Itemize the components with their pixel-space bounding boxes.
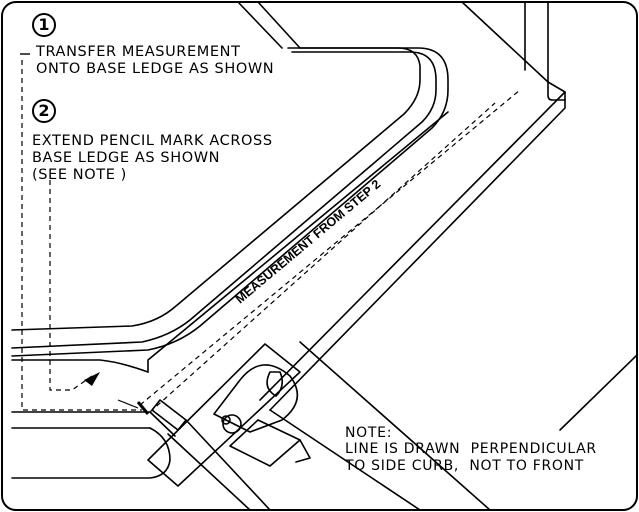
step-1-line-1: TRANSFER MEASUREMENT <box>36 44 241 60</box>
lower-right-edge <box>299 341 491 511</box>
step2-arrow <box>84 372 100 386</box>
far-right-edge <box>559 354 638 431</box>
pencil-mark <box>136 401 150 415</box>
step2-dashed-line <box>49 180 93 391</box>
lower-right-edge-2 <box>269 409 421 511</box>
window-outer-frame <box>11 47 449 357</box>
base-ledge-side <box>269 91 566 411</box>
frame-top-edge-3 <box>461 1 549 83</box>
note-line-1: LINE IS DRAWN PERPENDICULAR <box>345 441 597 457</box>
step-2-line-2: BASE LEDGE AS SHOWN <box>32 150 221 166</box>
base-ledge-lower <box>547 81 566 101</box>
step-2-number-badge: 2 <box>32 99 56 123</box>
step-1-number-badge: 1 <box>32 13 56 37</box>
base-ledge-front <box>147 111 449 373</box>
window-inner-frame <box>11 51 437 349</box>
note-title: NOTE: <box>345 425 393 441</box>
measurement-dashed-line-2 <box>139 89 521 406</box>
square-tool <box>147 343 311 511</box>
bottom-ledge <box>11 359 149 373</box>
frame-top-edge <box>237 1 283 49</box>
measurement-label: MEASUREMENT FROM STEP 2 <box>233 177 383 306</box>
step-2-line-3: (SEE NOTE ) <box>32 167 127 183</box>
note-line-2: TO SIDE CURB, NOT TO FRONT <box>345 458 585 474</box>
bottom-ledge-front <box>11 411 176 437</box>
step-1-line-2: ONTO BASE LEDGE AS SHOWN <box>36 61 275 77</box>
frame-top-edge-2 <box>257 1 301 49</box>
pencil-mark-arrow <box>117 399 139 409</box>
bottom-ledge-curve <box>11 427 171 479</box>
step-2-line-1: EXTEND PENCIL MARK ACROSS <box>32 133 273 149</box>
window-inside-edge <box>11 47 421 331</box>
